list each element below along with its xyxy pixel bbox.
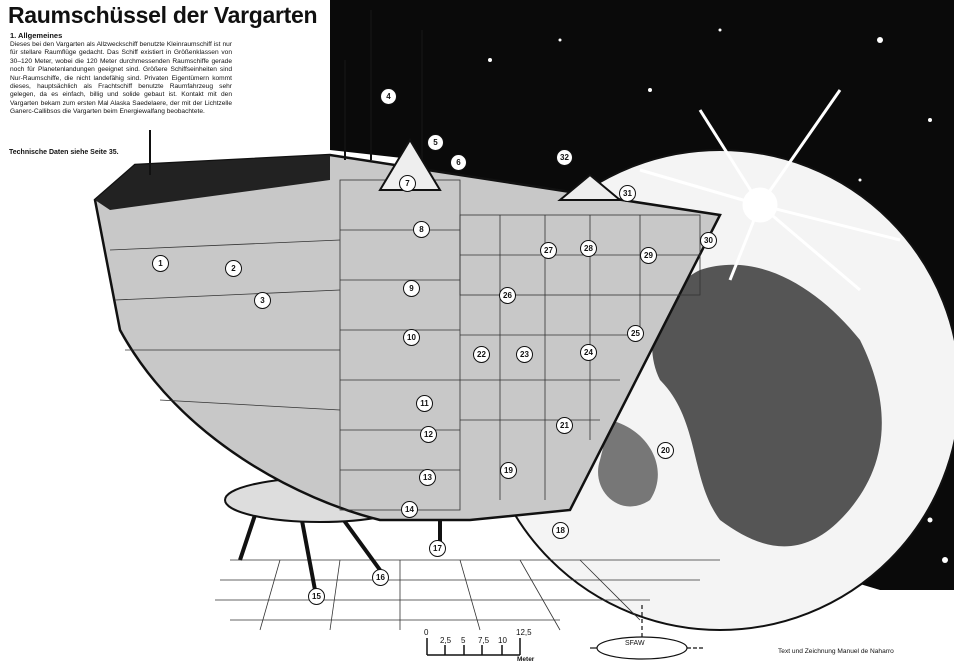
callout: 25: [627, 325, 644, 342]
callout: 23: [516, 346, 533, 363]
callout: 14: [401, 501, 418, 518]
callout: 29: [640, 247, 657, 264]
scale-tick-label: 0: [424, 628, 429, 637]
callout: 9: [403, 280, 420, 297]
callout: 6: [450, 154, 467, 171]
callout: 15: [308, 588, 325, 605]
callout: 16: [372, 569, 389, 586]
callout: 27: [540, 242, 557, 259]
credit-line: Text und Zeichnung Manuel de Naharro: [778, 648, 894, 655]
antennas: [149, 10, 623, 201]
callout: 2: [225, 260, 242, 277]
sfaw-logo: [590, 605, 705, 660]
callout: 21: [556, 417, 573, 434]
callout: 18: [552, 522, 569, 539]
scale-bar: [426, 638, 521, 656]
sun-icon: [639, 89, 901, 292]
callout: 4: [380, 88, 397, 105]
section-heading: 1. Allgemeines: [10, 31, 63, 40]
scale-tick-label: 7,5: [478, 636, 490, 645]
hull-cutaway-grid: [109, 179, 701, 511]
callout: 13: [419, 469, 436, 486]
callout: 11: [416, 395, 433, 412]
callout: 5: [427, 134, 444, 151]
page-title: Raumschüssel der Vargarten: [8, 2, 318, 28]
scale-tick-label: 12,5: [516, 628, 532, 637]
planet-continent: [652, 264, 882, 547]
callout: 3: [254, 292, 271, 309]
scale-tick-label: 2,5: [440, 636, 452, 645]
logo-text: SFAW: [625, 640, 645, 647]
callout: 19: [500, 462, 517, 479]
scale-unit: Meter: [517, 656, 535, 663]
floor-grid: [215, 559, 720, 631]
scale-tick-label: 10: [498, 636, 507, 645]
callout: 30: [700, 232, 717, 249]
callout: 32: [556, 149, 573, 166]
hull-rim: [95, 155, 330, 210]
callout: 31: [619, 185, 636, 202]
callout: 7: [399, 175, 416, 192]
scale-tick-label: 5: [461, 636, 466, 645]
planet-continent: [598, 420, 658, 507]
body-text: Dieses bei den Vargarten als Allzwecksch…: [10, 41, 232, 116]
callout: 12: [420, 426, 437, 443]
callout: 20: [657, 442, 674, 459]
callout: 17: [429, 540, 446, 557]
callout: 1: [152, 255, 169, 272]
callout: 24: [580, 344, 597, 361]
callout: 8: [413, 221, 430, 238]
callout: 22: [473, 346, 490, 363]
callout: 28: [580, 240, 597, 257]
callout: 10: [403, 329, 420, 346]
tech-data-reference: Technische Daten siehe Seite 35.: [9, 149, 119, 156]
callout: 26: [499, 287, 516, 304]
